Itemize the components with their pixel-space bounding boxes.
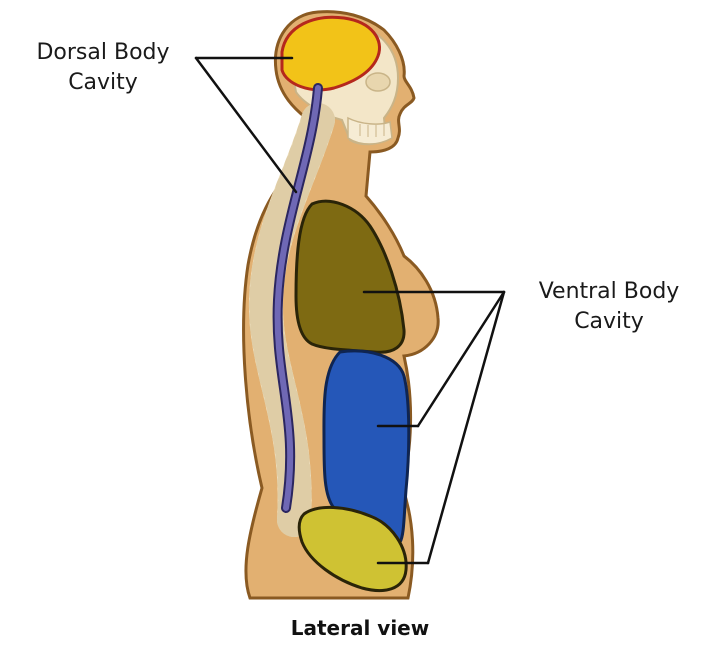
ventral-label-line-1: Ventral Body — [538, 279, 680, 304]
ventral-body-cavity-label: Ventral Body Cavity — [514, 277, 704, 337]
diagram-caption: Lateral view — [290, 616, 430, 640]
dorsal-leader-lines — [194, 56, 298, 194]
teeth — [359, 124, 385, 137]
cranial-cavity — [280, 15, 381, 92]
jaw — [347, 116, 393, 145]
pelvic-cavity — [297, 505, 408, 593]
dorsal-label-line-2: Cavity — [68, 70, 138, 95]
ventral-leader-lines — [362, 290, 506, 565]
spinal-canal-fill — [274, 85, 321, 511]
eye-socket — [365, 72, 391, 92]
dorsal-body-cavity-label: Dorsal Body Cavity — [8, 38, 198, 98]
dorsal-label-line-1: Dorsal Body — [36, 40, 170, 65]
ventral-label-line-2: Cavity — [574, 309, 644, 334]
